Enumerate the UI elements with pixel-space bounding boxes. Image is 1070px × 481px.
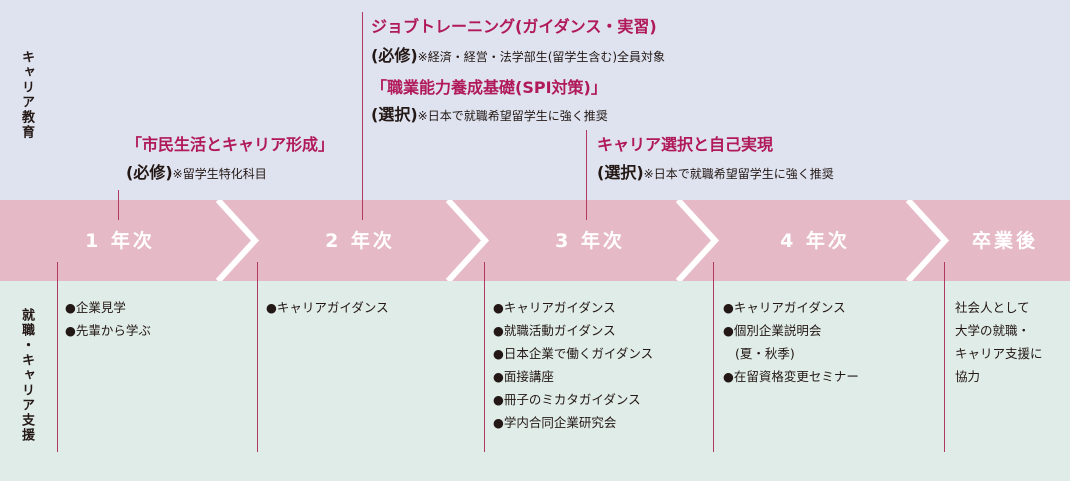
support-list-year2: ●キャリアガイダンス (266, 296, 389, 319)
program-note-2: (必修)※経済・経営・法学部生(留学生含む)全員対象 (371, 42, 665, 66)
program-desc-4: ※日本で就職希望留学生に強く推奨 (643, 167, 834, 181)
program-tag-2: (必修) (371, 46, 418, 65)
program-tag-3: (選択) (371, 105, 418, 124)
year-1: 1 年次 (85, 230, 155, 252)
list-item: ●面接講座 (493, 369, 554, 384)
list-item: ●個別企業説明会 (723, 323, 822, 338)
connector-3 (586, 130, 587, 220)
after-line: キャリア支援に (955, 346, 1043, 361)
year-2: 2 年次 (325, 230, 395, 252)
chevron-1 (215, 200, 260, 281)
program-title-3: 「職業能力養成基礎(SPI対策)」 (371, 78, 607, 97)
career-education-label: キャリア教育 (19, 50, 34, 140)
job-support-label: 就職・キャリア支援 (19, 308, 34, 443)
chevron-4 (905, 200, 950, 281)
program-desc-2: ※経済・経営・法学部生(留学生含む)全員対象 (417, 50, 666, 64)
program-title-2: ジョブトレーニング(ガイダンス・実習) (371, 17, 657, 36)
support-divider-5 (944, 262, 945, 452)
year-chevrons (215, 200, 950, 281)
support-list-year3: ●キャリアガイダンス ●就職活動ガイダンス ●日本企業で働くガイダンス ●面接講… (493, 296, 653, 434)
connector-1 (118, 190, 119, 220)
list-item: ●在留資格変更セミナー (723, 369, 859, 384)
list-item: ●キャリアガイダンス (723, 300, 846, 315)
list-item: ●先輩から学ぶ (65, 323, 151, 338)
job-support-band (0, 281, 1070, 481)
support-divider-3 (484, 262, 485, 452)
career-education-band (0, 0, 1070, 200)
list-item: ●日本企業で働くガイダンス (493, 346, 654, 361)
after-line: 大学の就職・ (955, 323, 1031, 338)
year-4: 4 年次 (780, 230, 850, 252)
program-note-4: (選択)※日本で就職希望留学生に強く推奨 (597, 159, 834, 183)
program-desc-1: ※留学生特化科目 (172, 167, 267, 181)
list-item: ●企業見学 (65, 300, 126, 315)
after-graduation-text: 社会人として 大学の就職・ キャリア支援に 協力 (955, 296, 1065, 388)
chevron-2 (445, 200, 490, 281)
list-item: ●学内合同企業研究会 (493, 415, 617, 430)
chevron-3 (675, 200, 720, 281)
support-list-year4: ●キャリアガイダンス ●個別企業説明会 (夏・秋季) ●在留資格変更セミナー (723, 296, 859, 388)
program-tag-4: (選択) (597, 163, 644, 182)
support-divider-4 (713, 262, 714, 452)
list-item: ●冊子のミカタガイダンス (493, 392, 641, 407)
after-graduation: 卒業後 (971, 230, 1038, 252)
program-note-1: (必修)※留学生特化科目 (126, 159, 267, 183)
program-title-1: 「市民生活とキャリア形成」 (126, 135, 335, 154)
list-item: ●就職活動ガイダンス (493, 323, 616, 338)
after-line: 協力 (955, 369, 981, 384)
support-divider-2 (257, 262, 258, 452)
program-desc-3: ※日本で就職希望留学生に強く推奨 (417, 109, 608, 123)
list-item: ●キャリアガイダンス (493, 300, 616, 315)
connector-2 (362, 12, 363, 220)
program-title-4: キャリア選択と自己実現 (597, 135, 774, 154)
list-item: (夏・秋季) (735, 346, 795, 361)
year-3: 3 年次 (555, 230, 625, 252)
support-list-year1: ●企業見学 ●先輩から学ぶ (65, 296, 151, 342)
program-note-3: (選択)※日本で就職希望留学生に強く推奨 (371, 101, 608, 125)
list-item: ●キャリアガイダンス (266, 300, 389, 315)
support-divider-1 (57, 262, 58, 452)
year-timeline-band (0, 200, 1070, 281)
after-line: 社会人として (955, 300, 1030, 315)
program-tag-1: (必修) (126, 163, 173, 182)
